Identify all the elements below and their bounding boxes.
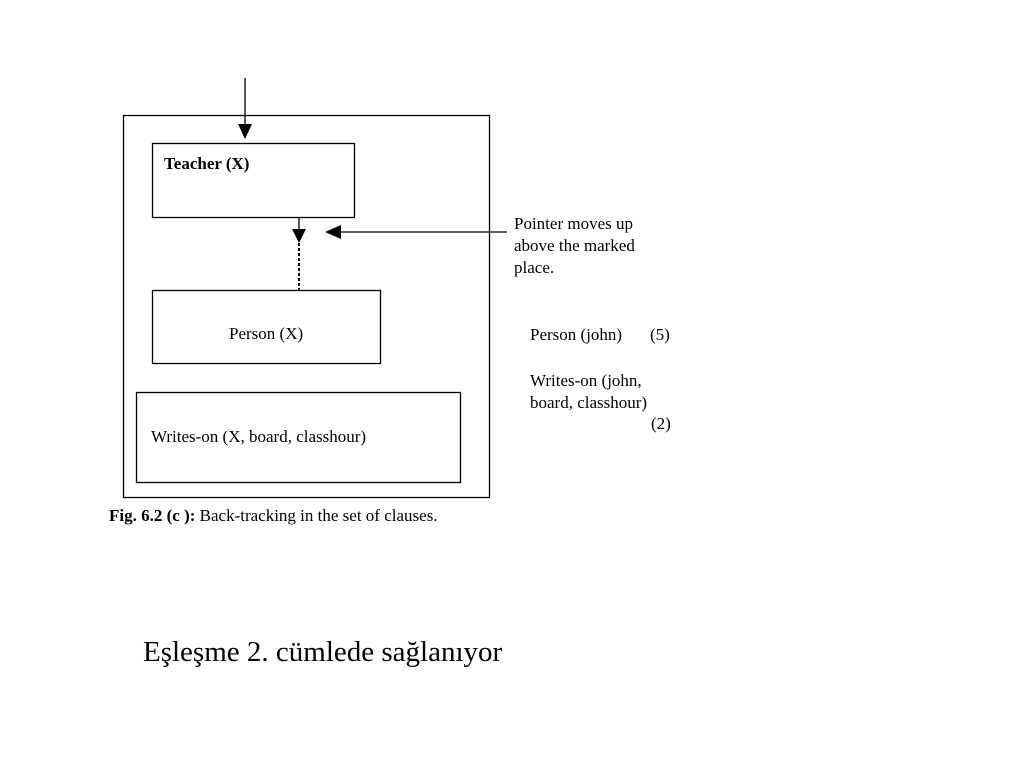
pointer-note-line: place. [514, 258, 555, 278]
pointer-arrow-head [325, 225, 341, 239]
down-arrow-head [292, 229, 306, 243]
pointer-note-line: above the marked [514, 236, 635, 256]
teacher-clause-label: Teacher (X) [164, 154, 250, 173]
writes-on-match-label: Writes-on (john, board, classhour) [530, 370, 647, 414]
pointer-note: Pointer moves up above the marked place. [514, 213, 635, 279]
slide-caption: Eşleşme 2. cümlede sağlanıyor [143, 636, 503, 668]
writes-on-match-line: Writes-on (john, [530, 371, 642, 390]
person-match-label: Person (john) [530, 325, 623, 344]
clause-set-frame [122, 114, 491, 499]
person-clause-box [151, 289, 382, 365]
pointer-note-line: Pointer moves up [514, 214, 633, 233]
figure-caption-label: Fig. 6.2 (c ): [109, 506, 196, 525]
writes-on-clause-box [135, 391, 462, 484]
figure-caption-text: Back-tracking in the set of clauses. [199, 506, 438, 525]
teacher-clause-box [151, 142, 356, 219]
figure-caption: Fig. 6.2 (c ): Back-tracking in the set … [109, 505, 438, 527]
person-clause-label: Person (X) [229, 324, 304, 343]
entry-arrow-head [238, 124, 252, 139]
writes-on-match-line: board, classhour) [530, 393, 648, 413]
person-match-number: (5) [650, 325, 670, 344]
writes-on-clause-label: Writes-on (X, board, classhour) [151, 427, 367, 446]
writes-on-match-number: (2) [651, 414, 671, 433]
